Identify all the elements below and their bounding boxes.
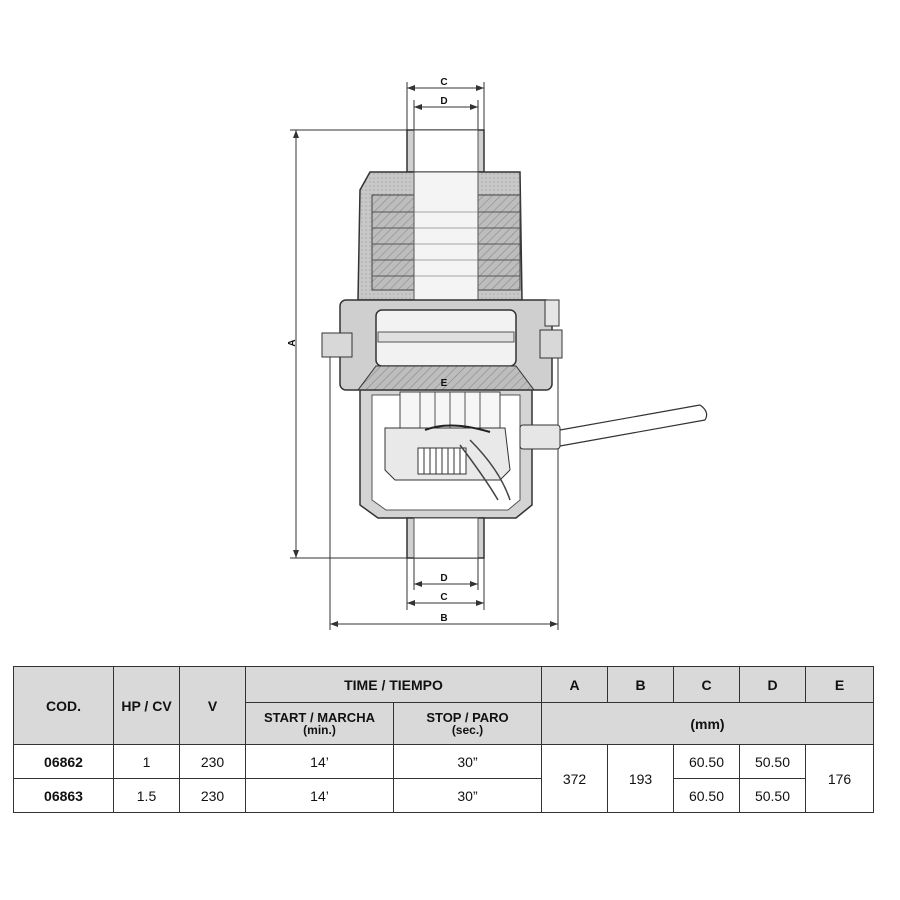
header-mm-unit: (mm): [541, 702, 874, 745]
cell-hp: 1.5: [113, 778, 180, 813]
cell-stop: 30”: [393, 778, 542, 813]
header-stop-label: STOP / PARO: [426, 710, 509, 725]
header-a: A: [541, 666, 608, 703]
cell-cod: 06862: [13, 744, 114, 779]
cell-hp: 1: [113, 744, 180, 779]
cell-v: 230: [179, 778, 246, 813]
cell-c: 60.50: [673, 778, 740, 813]
cell-e: 176: [805, 744, 874, 813]
dimension-label-c-top: C: [440, 77, 447, 88]
table-row: 06862 1 230 14’ 30” 372 193 60.50 50.50 …: [13, 744, 874, 813]
cell-v: 230: [179, 744, 246, 779]
cell-d: 50.50: [739, 744, 806, 779]
header-d: D: [739, 666, 806, 703]
header-stop: STOP / PARO (sec.): [393, 702, 542, 745]
cell-c: 60.50: [673, 744, 740, 779]
cell-cod: 06863: [13, 778, 114, 813]
header-stop-unit: (sec.): [451, 723, 484, 737]
header-b: B: [607, 666, 674, 703]
dimension-label-d-top: D: [440, 96, 447, 107]
cell-b: 193: [607, 744, 674, 813]
header-c: C: [673, 666, 740, 703]
header-e: E: [805, 666, 874, 703]
header-hp: HP / CV: [113, 666, 180, 745]
header-start-label: START / MARCHA: [264, 710, 375, 725]
pump-controller-cross-section-drawing: C D A E D C B: [287, 77, 708, 630]
dimension-label-d-bottom: D: [440, 573, 447, 584]
cell-start: 14’: [245, 744, 394, 779]
pump-body: [321, 129, 708, 559]
dimension-label-c-bottom: C: [440, 592, 447, 603]
dimension-label-e: E: [441, 378, 448, 389]
cell-start: 14’: [245, 778, 394, 813]
cell-a: 372: [541, 744, 608, 813]
dimension-label-a: A: [287, 339, 298, 346]
dimension-arrowheads: [293, 85, 558, 627]
cell-d: 50.50: [739, 778, 806, 813]
dimension-label-b: B: [440, 613, 447, 624]
specifications-table: COD. HP / CV V TIME / TIEMPO A B C D E S…: [13, 666, 874, 813]
header-time: TIME / TIEMPO: [245, 666, 542, 703]
header-v: V: [179, 666, 246, 745]
header-cod: COD.: [13, 666, 114, 745]
header-start: START / MARCHA (min.): [245, 702, 394, 745]
header-start-unit: (min.): [303, 723, 336, 737]
table-row: 06863 1.5 230 14’ 30” 60.50 50.50: [13, 778, 874, 813]
cell-stop: 30”: [393, 744, 542, 779]
